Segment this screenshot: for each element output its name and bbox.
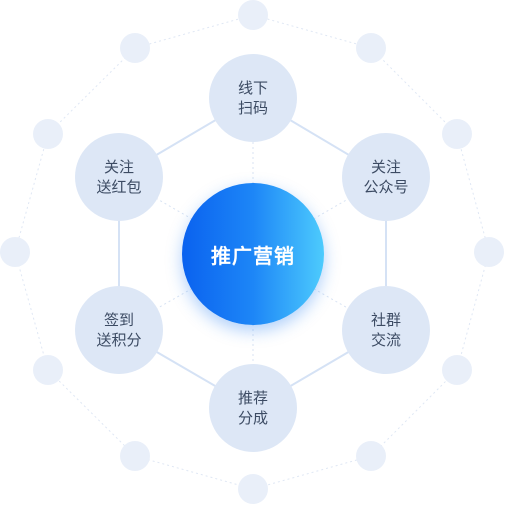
node-label-line1: 推荐 xyxy=(237,389,268,407)
node-recommend[interactable]: 推荐 分成 xyxy=(209,364,297,452)
outer-dot xyxy=(474,237,504,267)
outer-dot xyxy=(442,355,472,385)
node-label-line1: 关注 xyxy=(370,158,401,176)
outer-dot xyxy=(238,0,268,30)
node-label-line1: 社群 xyxy=(370,311,401,329)
node-community[interactable]: 社群 交流 xyxy=(342,286,430,374)
node-label-line2: 公众号 xyxy=(363,178,409,196)
node-offline-scan[interactable]: 线下 扫码 xyxy=(209,54,297,142)
outer-dot xyxy=(238,474,268,504)
node-checkin[interactable]: 签到 送积分 xyxy=(75,286,163,374)
node-label-line2: 分成 xyxy=(237,409,268,427)
node-follow-redpacket[interactable]: 关注 送红包 xyxy=(75,133,163,221)
outer-dot xyxy=(0,237,30,267)
outer-dot xyxy=(356,441,386,471)
outer-dot xyxy=(442,119,472,149)
outer-dot xyxy=(120,441,150,471)
outer-dot xyxy=(356,33,386,63)
node-label-line2: 交流 xyxy=(370,331,401,349)
node-label-line2: 送积分 xyxy=(96,331,142,349)
node-label-line1: 签到 xyxy=(103,311,134,329)
node-label-line2: 送红包 xyxy=(96,178,142,196)
node-label-line1: 关注 xyxy=(103,158,134,176)
center-hub[interactable]: 推广营销 xyxy=(182,183,324,325)
outer-dot xyxy=(120,33,150,63)
node-label-line2: 扫码 xyxy=(237,99,268,117)
outer-dot xyxy=(33,355,63,385)
node-label-line1: 线下 xyxy=(237,79,268,97)
outer-dot xyxy=(33,119,63,149)
node-follow-official[interactable]: 关注 公众号 xyxy=(342,133,430,221)
center-label: 推广营销 xyxy=(211,243,295,268)
